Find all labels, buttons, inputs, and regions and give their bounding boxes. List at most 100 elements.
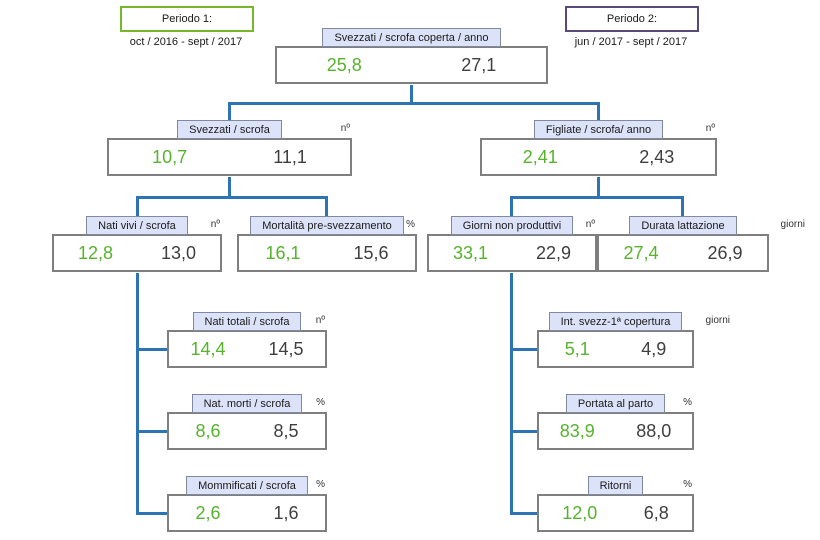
connector-line [136, 348, 167, 351]
node-unit: nº [585, 219, 595, 230]
period1-value: 25,8 [326, 54, 362, 75]
node-nati-totali-scrofa: Nati totali / scrofa nº 14,4 14,5 [167, 312, 327, 368]
node-unit: % [316, 397, 325, 408]
node-nati-morti-scrofa: Nat. morti / scrofa % 8,6 8,5 [167, 394, 327, 450]
node-title: Svezzati / scrofa coperta / anno [322, 28, 501, 47]
value-box: 10,7 11,1 [107, 138, 352, 176]
connector-line [510, 348, 537, 351]
period2-range: jun / 2017 - sept / 2017 [574, 36, 688, 48]
connector-line [136, 196, 328, 199]
node-title: Portata al parto [565, 394, 666, 413]
period1-value: 83,9 [559, 420, 595, 441]
connector-line [510, 512, 537, 515]
node-unit: giorni [705, 315, 730, 326]
node-title: Figliate / scrofa/ anno [533, 120, 664, 139]
node-mortalita-pre-svezzamento: Mortalità pre-svezzamento % 16,1 15,6 [237, 216, 417, 272]
node-title: Nati totali / scrofa [192, 312, 302, 331]
value-box: 27,4 26,9 [597, 234, 769, 272]
connector-line [510, 196, 684, 199]
node-int-svezz-prima-copertura: Int. svezz-1ª copertura giorni 5,1 4,9 [537, 312, 730, 368]
connector-line [510, 196, 513, 217]
node-unit: nº [340, 123, 350, 134]
node-title: Svezzati / scrofa [177, 120, 282, 139]
value-box: 2,41 2,43 [480, 138, 717, 176]
node-figliate-scrofa-anno: Figliate / scrofa/ anno nº 2,41 2,43 [480, 120, 717, 176]
period1-range: oct / 2016 - sept / 2017 [129, 36, 243, 48]
node-unit: nº [705, 123, 715, 134]
node-mommificati-scrofa: Mommificati / scrofa % 2,6 1,6 [167, 476, 327, 532]
connector-line [228, 102, 600, 105]
period2-value: 88,0 [636, 420, 672, 441]
period1-box: Periodo 1: [120, 6, 254, 32]
node-unit: % [406, 219, 415, 230]
connector-line [410, 85, 413, 105]
connector-line [597, 102, 600, 121]
value-box: 25,8 27,1 [275, 46, 548, 84]
connector-line [510, 273, 513, 515]
node-svezzati-scrofa-coperta-anno: Svezzati / scrofa coperta / anno 25,8 27… [275, 28, 548, 84]
value-box: 2,6 1,6 [167, 494, 327, 532]
period2-box: Periodo 2: [565, 6, 699, 32]
node-unit: % [316, 479, 325, 490]
period2-value: 8,5 [273, 420, 299, 441]
node-ritorni: Ritorni % 12,0 6,8 [537, 476, 694, 532]
period2-label: Periodo 2: [606, 13, 658, 25]
connector-line [510, 430, 537, 433]
connector-line [228, 102, 231, 121]
value-box: 5,1 4,9 [537, 330, 694, 368]
node-unit: % [683, 397, 692, 408]
period2-value: 22,9 [535, 242, 572, 263]
node-durata-lattazione: Durata lattazione giorni 27,4 26,9 [597, 216, 805, 272]
node-unit: nº [315, 315, 325, 326]
connector-line [136, 196, 139, 217]
period2-value: 6,8 [643, 502, 669, 523]
value-box: 33,1 22,9 [427, 234, 597, 272]
value-box: 14,4 14,5 [167, 330, 327, 368]
connector-line [228, 177, 231, 198]
period1-value: 2,6 [195, 502, 221, 523]
period1-value: 10,7 [152, 146, 188, 167]
period1-value: 12,0 [562, 502, 598, 523]
node-title: Nati vivi / scrofa [86, 216, 188, 235]
node-unit: giorni [780, 219, 805, 230]
period2-value: 26,9 [707, 242, 743, 263]
node-portata-al-parto: Portata al parto % 83,9 88,0 [537, 394, 694, 450]
period2-value: 4,9 [641, 338, 667, 359]
period1-value: 14,4 [190, 338, 226, 359]
period1-value: 8,6 [195, 420, 221, 441]
node-title: Giorni non produttivi [450, 216, 574, 235]
period1-value: 33,1 [452, 242, 489, 263]
node-title: Mommificati / scrofa [186, 476, 308, 495]
period2-value: 11,1 [273, 146, 307, 167]
period1-value: 27,4 [623, 242, 659, 263]
period2-value: 15,6 [353, 242, 389, 263]
node-title: Ritorni [587, 476, 644, 495]
value-box: 83,9 88,0 [537, 412, 694, 450]
period1-value: 5,1 [564, 338, 590, 359]
node-unit: % [683, 479, 692, 490]
connector-line [136, 430, 167, 433]
value-box: 12,8 13,0 [52, 234, 222, 272]
value-box: 12,0 6,8 [537, 494, 694, 532]
period2-value: 27,1 [461, 54, 497, 75]
period1-value: 2,41 [522, 146, 558, 167]
value-box: 16,1 15,6 [237, 234, 417, 272]
connector-line [325, 196, 328, 217]
node-title: Int. svezz-1ª copertura [548, 312, 683, 331]
node-unit: nº [210, 219, 220, 230]
period1-label: Periodo 1: [161, 13, 213, 25]
connector-line [681, 196, 684, 217]
period1-value: 16,1 [265, 242, 301, 263]
node-giorni-non-produttivi: Giorni non produttivi nº 33,1 22,9 [427, 216, 597, 272]
connector-line [136, 273, 139, 515]
connector-line [597, 177, 600, 198]
node-title: Mortalità pre-svezzamento [250, 216, 404, 235]
period2-value: 13,0 [160, 242, 197, 263]
period2-value: 14,5 [268, 338, 304, 359]
period2-value: 2,43 [639, 146, 675, 167]
node-title: Durata lattazione [629, 216, 737, 235]
connector-line [136, 512, 167, 515]
node-nati-vivi-scrofa: Nati vivi / scrofa nº 12,8 13,0 [52, 216, 222, 272]
period2-value: 1,6 [273, 502, 299, 523]
